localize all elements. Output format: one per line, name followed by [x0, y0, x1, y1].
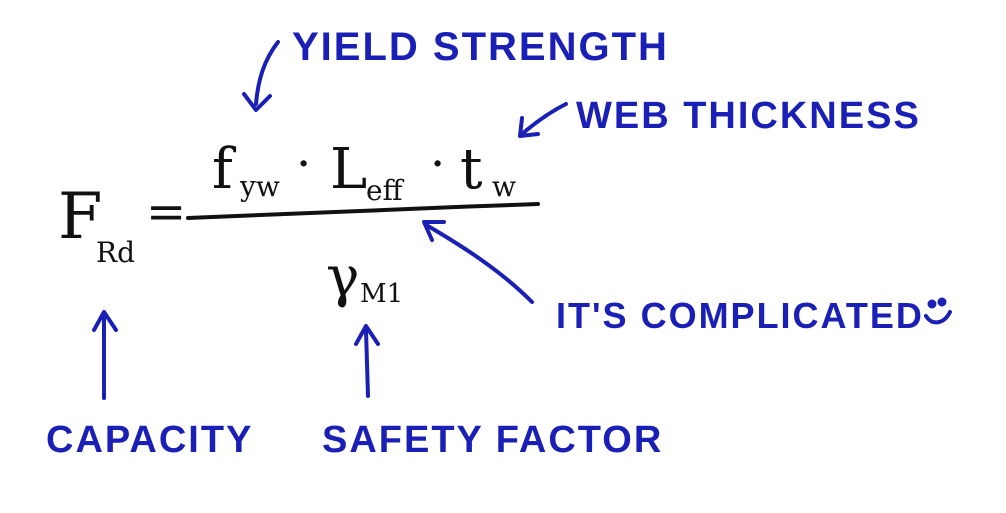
arrow-icon [92, 310, 118, 400]
equals-sign: = [146, 184, 186, 240]
numerator-subscript-yw: yw [239, 170, 280, 203]
annotations: YIELD STRENGTH WEB THICKNESS IT'S COMPLI… [46, 25, 952, 461]
lhs-subscript: Rd [96, 236, 135, 269]
arrow-icon [354, 324, 380, 398]
fraction-bar [186, 202, 540, 220]
numerator-term-t: t [460, 137, 483, 202]
numerator-subscript-eff: eff [366, 174, 405, 207]
lhs-symbol: F [58, 180, 102, 254]
label-web-thickness: WEB THICKNESS [576, 95, 921, 137]
denominator-symbol: γ [326, 245, 359, 310]
arrow-icon [422, 220, 534, 304]
numerator-dot-2: · [430, 136, 445, 192]
numerator-subscript-w: w [492, 170, 516, 203]
label-complicated: IT'S COMPLICATED [556, 295, 924, 336]
label-safety-factor: SAFETY FACTOR [322, 419, 663, 461]
label-capacity: CAPACITY [46, 419, 253, 461]
numerator-term-l: L [330, 137, 367, 202]
numerator-term-f: f [212, 137, 237, 202]
arrow-icon [242, 40, 280, 112]
formula: F Rd = f yw · L eff · t w γ M1 [58, 136, 540, 310]
numerator-dot-1: · [296, 136, 311, 192]
arrow-icon [518, 102, 568, 138]
denominator-subscript: M1 [360, 279, 403, 309]
label-yield-strength: YIELD STRENGTH [292, 25, 669, 69]
smiley-icon [924, 297, 952, 325]
